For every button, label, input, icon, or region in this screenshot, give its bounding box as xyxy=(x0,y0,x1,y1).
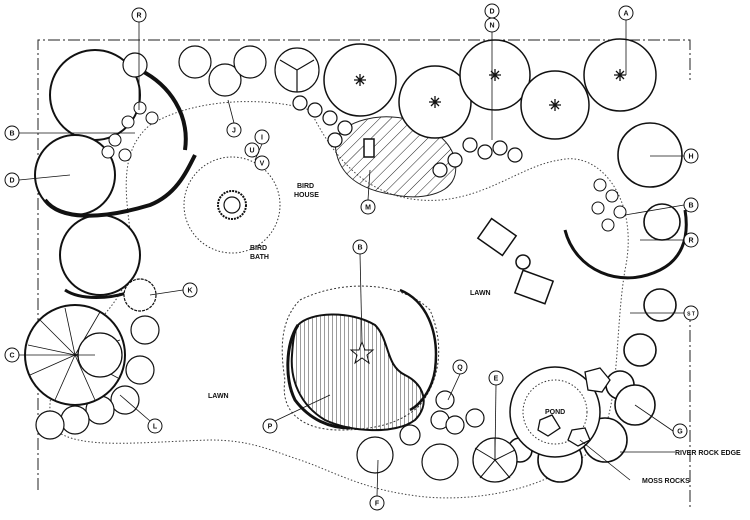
tree-i-spokes xyxy=(279,59,315,92)
tag-a: A xyxy=(623,11,628,18)
tag-r-top: R xyxy=(136,13,141,20)
tag-p: P xyxy=(268,424,273,431)
tag-b-right: B xyxy=(688,203,693,210)
central-bed-outline xyxy=(281,285,440,431)
tag-d-top: D xyxy=(489,9,494,16)
tag-d-left: D xyxy=(9,178,14,185)
tag-v: V xyxy=(260,161,265,168)
lawn-center-label: LAWN xyxy=(470,290,491,297)
left-tree-top-shade xyxy=(139,68,188,151)
shrub-k xyxy=(123,278,157,312)
tag-h: H xyxy=(688,154,693,161)
property-boundary xyxy=(37,39,691,510)
tag-st: S T xyxy=(687,312,695,318)
bird-house-label-2: HOUSE xyxy=(294,192,319,199)
tag-n-top: N xyxy=(489,23,494,30)
tag-k: K xyxy=(187,288,192,295)
tag-r-right: R xyxy=(688,238,693,245)
tag-i: I xyxy=(261,135,263,142)
bird-bath-inner xyxy=(223,196,241,214)
moss-rocks xyxy=(537,367,611,447)
pond-label: POND xyxy=(545,409,565,416)
left-large-trees xyxy=(34,49,141,296)
bird-house xyxy=(363,138,375,158)
paved-area-striped xyxy=(290,313,425,432)
bird-house-label-1: BIRD xyxy=(297,183,314,190)
bird-bath-label-2: BATH xyxy=(250,254,269,261)
river-rock-edge-label: RIVER ROCK EDGE xyxy=(675,450,741,457)
central-shrubs xyxy=(356,390,485,481)
leader-lines xyxy=(18,20,685,497)
bird-bath-label-1: BIRD xyxy=(250,245,267,252)
flower-cluster-right xyxy=(591,178,627,232)
left-tree-d-shade xyxy=(43,154,197,218)
tag-l: L xyxy=(153,424,158,431)
tag-b-center: B xyxy=(357,245,362,252)
moss-rocks-label: MOSS ROCKS xyxy=(642,478,690,485)
tag-e: E xyxy=(494,376,499,383)
tag-f: F xyxy=(375,501,380,508)
tag-j: J xyxy=(232,128,236,135)
tag-m: M xyxy=(365,205,371,212)
tag-q: Q xyxy=(457,365,463,372)
tag-g: G xyxy=(677,429,683,436)
flower-cluster-left xyxy=(101,101,159,162)
central-bed-edge xyxy=(286,324,351,430)
lawn-left-label: LAWN xyxy=(208,393,229,400)
central-bed-edge-right xyxy=(399,288,438,412)
back-tree-marks xyxy=(354,69,626,111)
bird-bath-bed xyxy=(183,156,281,254)
tag-u: U xyxy=(249,148,254,155)
tag-b-left: B xyxy=(9,131,14,138)
tag-c: C xyxy=(9,353,14,360)
star-shrub xyxy=(349,340,375,365)
lawn-furniture xyxy=(476,217,555,305)
